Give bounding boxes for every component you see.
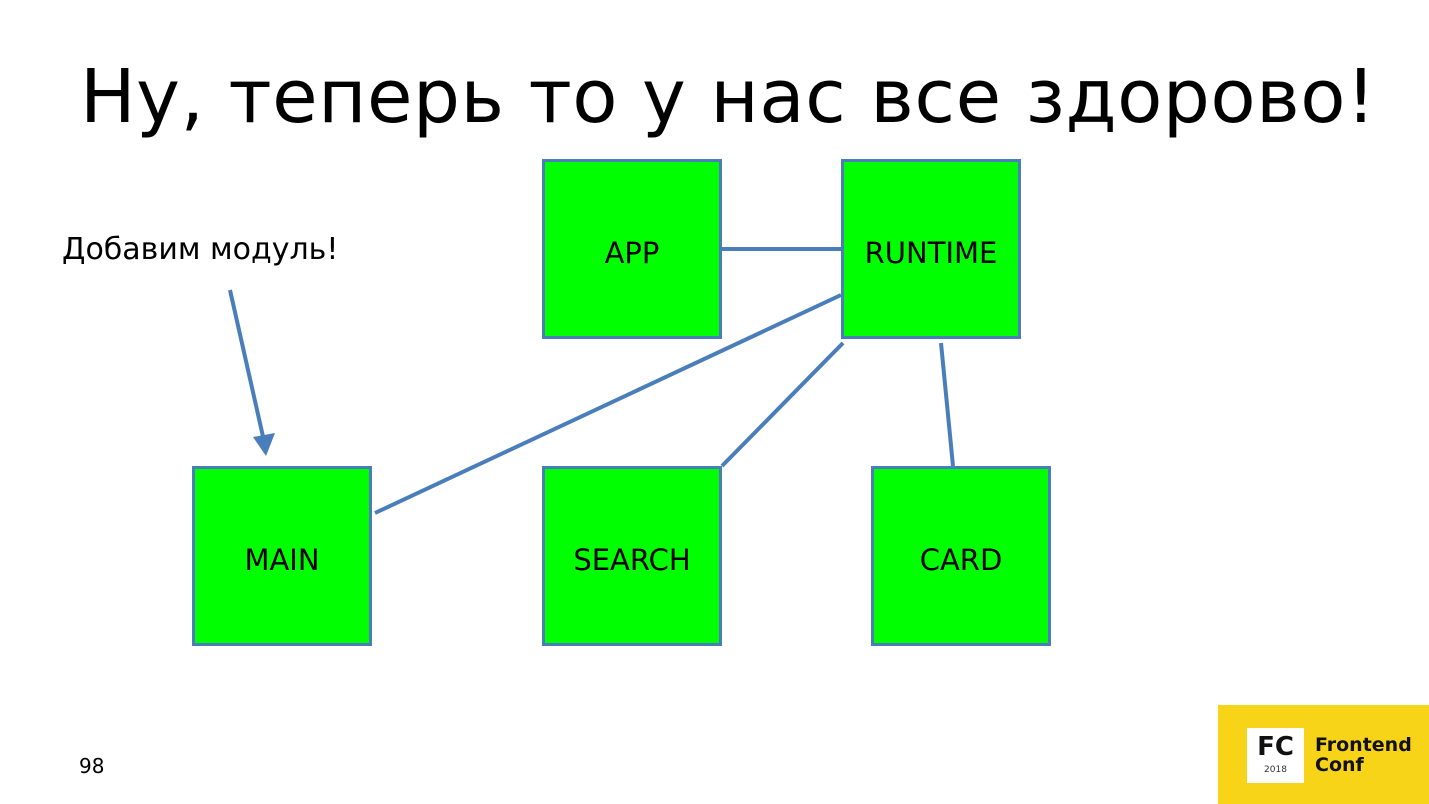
edge-runtime-main bbox=[374, 293, 842, 515]
node-card: CARD bbox=[871, 466, 1051, 646]
logo-mark: FC 2018 bbox=[1247, 728, 1304, 783]
logo-name: Frontend Conf bbox=[1315, 735, 1412, 775]
node-label-app: APP bbox=[604, 236, 660, 270]
annotation-arrow bbox=[228, 289, 266, 442]
node-label-main: MAIN bbox=[244, 543, 320, 577]
frontendconf-logo: FC 2018 Frontend Conf bbox=[1218, 705, 1429, 804]
logo-year: 2018 bbox=[1264, 765, 1287, 775]
node-label-search: SEARCH bbox=[573, 543, 691, 577]
logo-name-line1: Frontend bbox=[1315, 734, 1412, 756]
node-search: SEARCH bbox=[542, 466, 722, 646]
edge-runtime-card bbox=[939, 342, 955, 467]
node-app: APP bbox=[542, 159, 722, 339]
logo-name-line2: Conf bbox=[1315, 754, 1364, 776]
logo-fc-text: FC bbox=[1257, 732, 1294, 762]
annotation-arrowhead bbox=[253, 433, 275, 456]
slide-title: Ну, теперь то у нас все здорово! bbox=[80, 54, 1377, 140]
page-number: 98 bbox=[79, 754, 105, 778]
annotation-text: Добавим модуль! bbox=[62, 232, 339, 267]
node-main: MAIN bbox=[192, 466, 372, 646]
edge-runtime-search bbox=[720, 341, 845, 468]
node-label-runtime: RUNTIME bbox=[864, 236, 998, 270]
node-runtime: RUNTIME bbox=[841, 159, 1021, 339]
node-label-card: CARD bbox=[919, 543, 1003, 577]
